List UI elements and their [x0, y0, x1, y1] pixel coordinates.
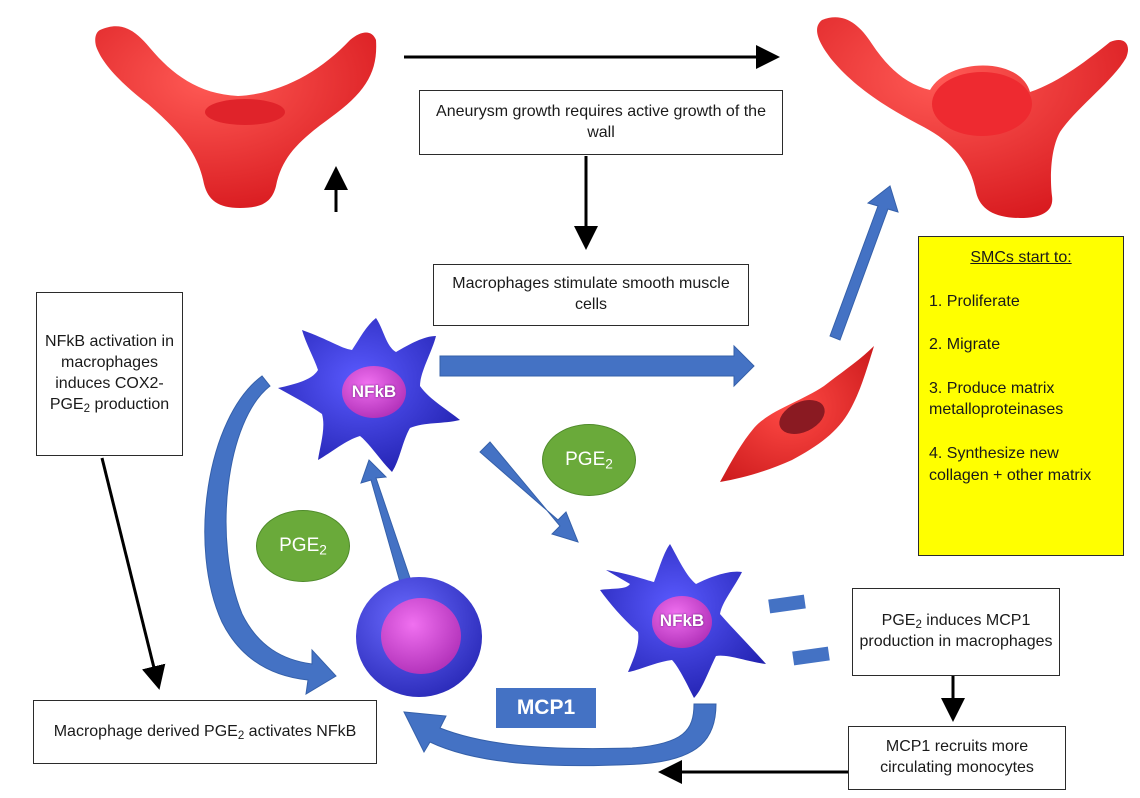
box-pge2-induces: PGE2 induces MCP1 production in macropha…	[852, 588, 1060, 676]
pge2-oval-upper: PGE2	[542, 424, 636, 496]
smc-item-proliferate: 1. Proliferate	[929, 292, 1020, 310]
smc-panel-title: SMCs start to:	[970, 249, 1072, 266]
blue-curved-arrow-bottom	[403, 703, 717, 767]
box-mcp1-recruits-text: MCP1 recruits more circulating monocytes	[880, 738, 1034, 776]
smc-item-produce-mmp: 3. Produce matrix metalloproteinases	[929, 379, 1064, 419]
pge2-oval-left: PGE2	[256, 510, 350, 582]
smc-item-synthesize-collagen: 4. Synthesize new collagen + other matri…	[929, 444, 1092, 484]
box-macrophages-stimulate: Macrophages stimulate smooth muscle cell…	[433, 264, 749, 326]
arrow-nfkb-to-pge2	[100, 457, 166, 690]
macrophage-lower	[600, 544, 766, 698]
box-macrophage-derived-text: Macrophage derived PGE2 activates NFkB	[53, 722, 357, 742]
box-nfkb-activation-text: NFkB activation in macrophages induces C…	[45, 333, 174, 415]
mcp1-label: MCP1	[496, 688, 596, 728]
box-macrophage-derived: Macrophage derived PGE2 activates NFkB	[33, 700, 377, 764]
box-macrophages-stimulate-text: Macrophages stimulate smooth muscle cell…	[452, 275, 730, 313]
smooth-muscle-cell	[720, 346, 874, 482]
monocyte	[356, 577, 482, 697]
nfkb-label-lower: NFkB	[659, 611, 705, 630]
nfkb-label-upper: NFkB	[351, 382, 397, 401]
blue-curved-arrow-left	[204, 375, 337, 695]
box-pge2-induces-text: PGE2 induces MCP1 production in macropha…	[859, 612, 1053, 650]
blue-arrow-nfkb-to-nfkb	[479, 441, 579, 543]
box-aneurysm-growth-text: Aneurysm growth requires active growth o…	[436, 102, 766, 141]
blue-arrow-to-smc	[439, 344, 755, 388]
box-mcp1-recruits: MCP1 recruits more circulating monocytes	[848, 726, 1066, 790]
vessel-small-bulge	[95, 26, 377, 208]
blue-arrow-smc-to-vessel	[829, 185, 899, 341]
blue-arrow-monocyte-to-nfkb	[360, 459, 411, 583]
pge2-oval-left-label: PGE2	[279, 535, 327, 558]
smc-item-migrate: 2. Migrate	[929, 336, 1001, 354]
pge2-oval-upper-label: PGE2	[565, 449, 613, 472]
box-aneurysm-growth: Aneurysm growth requires active growth o…	[419, 90, 783, 155]
smc-panel: SMCs start to: 1. Proliferate 2. Migrate…	[918, 236, 1124, 556]
vessel-aneurysm	[817, 17, 1129, 218]
dash-upper	[768, 594, 806, 614]
dash-lower	[792, 646, 830, 666]
box-nfkb-activation: NFkB activation in macrophages induces C…	[36, 292, 183, 456]
macrophage-upper	[278, 318, 460, 472]
